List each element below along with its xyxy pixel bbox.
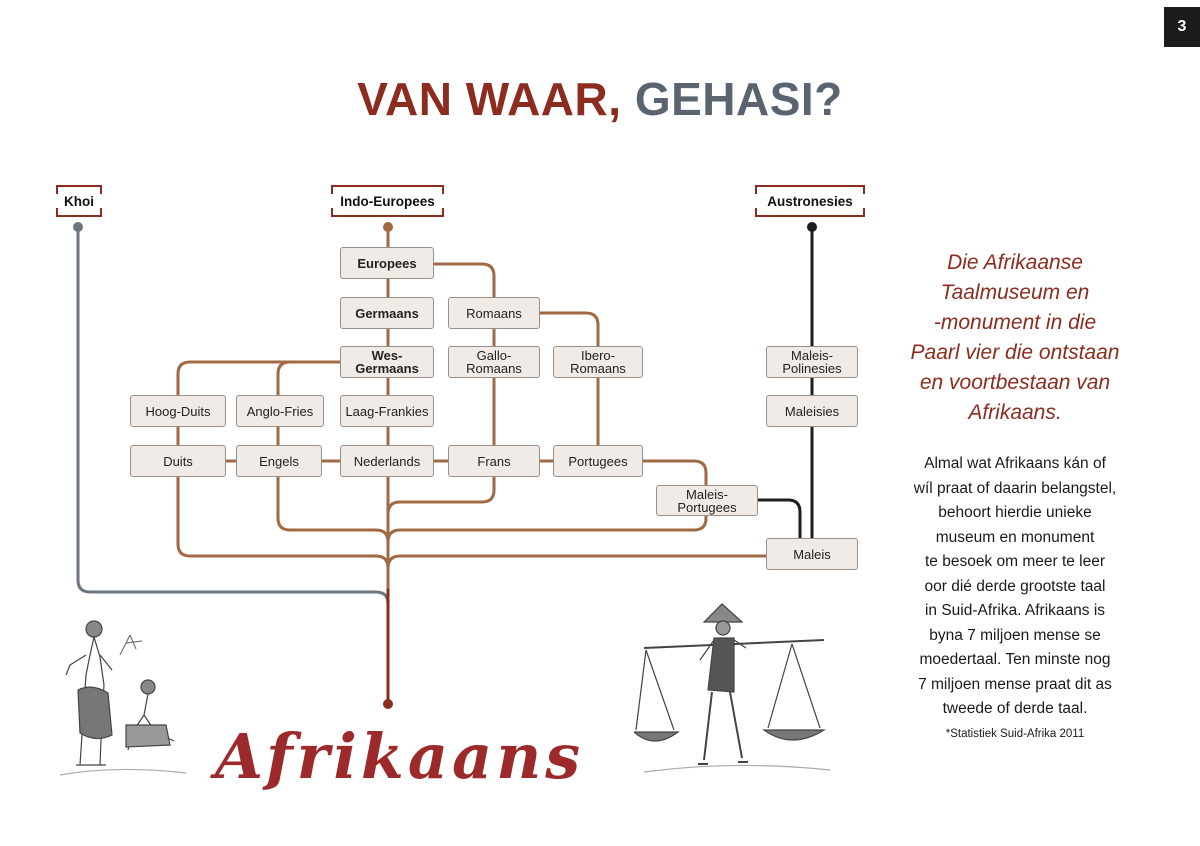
- afrikaans-wordmark: Afrikaans: [215, 720, 585, 793]
- node-wes-germaans: Wes- Germaans: [340, 346, 434, 378]
- side-heading: Die Afrikaanse Taalmuseum en -monument i…: [910, 251, 1120, 424]
- node-frans: Frans: [448, 445, 540, 477]
- root-indo-label: Indo-Europees: [340, 193, 435, 209]
- line-europees-romaans: [432, 262, 496, 299]
- dot-indo: [383, 222, 393, 232]
- side-footnote: *Statistiek Suid-Afrika 2011: [945, 728, 1085, 740]
- line-maleisportugees-down: [386, 514, 708, 544]
- line-maleis-link: [386, 554, 768, 570]
- node-romaans: Romaans: [448, 297, 540, 329]
- title-part1: VAN WAAR,: [357, 73, 622, 125]
- node-germaans: Germaans: [340, 297, 434, 329]
- root-indo-europees: Indo-Europees: [331, 185, 444, 217]
- node-portugees: Portugees: [553, 445, 643, 477]
- line-romaans-ibero: [538, 311, 600, 348]
- node-hoog-duits: Hoog-Duits: [130, 395, 226, 427]
- node-maleisies: Maleisies: [766, 395, 858, 427]
- line-frans-down: [386, 475, 496, 516]
- title-part2: GEHASI?: [634, 73, 843, 125]
- khoi-figures-illustration: [59, 620, 187, 776]
- node-maleis: Maleis: [766, 538, 858, 570]
- root-austro-label: Austronesies: [767, 193, 853, 209]
- line-maleisportugees-maleis: [756, 498, 802, 540]
- malay-porter-illustration: [634, 603, 831, 773]
- node-nederlands: Nederlands: [340, 445, 434, 477]
- node-maleis-portugees: Maleis- Portugees: [656, 485, 758, 516]
- node-ibero-romaans: Ibero- Romaans: [553, 346, 643, 378]
- node-gallo-romaans: Gallo- Romaans: [448, 346, 540, 378]
- node-engels: Engels: [236, 445, 322, 477]
- node-maleis-polinesies: Maleis- Polinesies: [766, 346, 858, 378]
- root-khoi: Khoi: [56, 185, 102, 217]
- line-duits-down: [176, 475, 390, 570]
- dot-austro: [807, 222, 817, 232]
- line-engels-down: [276, 475, 390, 544]
- dot-afrikaans: [383, 699, 393, 709]
- dot-khoi: [73, 222, 83, 232]
- node-laag-frankies: Laag-Frankies: [340, 395, 434, 427]
- node-europees: Europees: [340, 247, 434, 279]
- side-body-text: Almal wat Afrikaans kán of wíl praat of …: [913, 455, 1117, 717]
- node-anglo-fries: Anglo-Fries: [236, 395, 324, 427]
- page-number: 3: [1164, 7, 1200, 47]
- line-wes-hoog: [176, 360, 342, 397]
- page-title: VAN WAAR, GEHASI?: [0, 72, 1200, 126]
- line-wes-anglo: [276, 360, 342, 397]
- node-duits: Duits: [130, 445, 226, 477]
- line-portugees-maleisportugees: [641, 459, 708, 487]
- root-austronesies: Austronesies: [755, 185, 865, 217]
- root-khoi-label: Khoi: [64, 193, 94, 209]
